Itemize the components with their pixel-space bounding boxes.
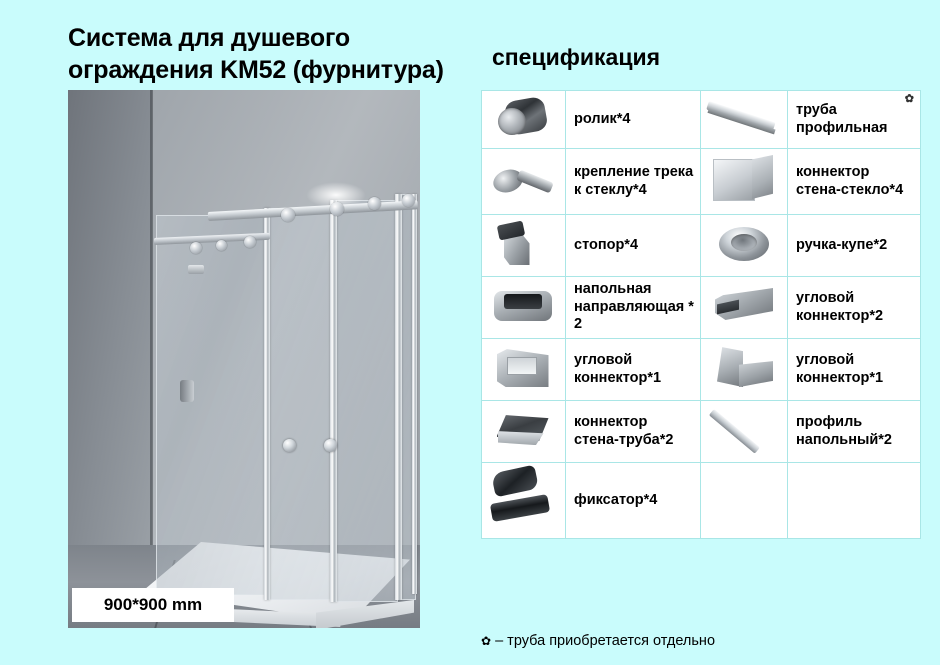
roller-icon xyxy=(496,95,552,139)
part-image-cell xyxy=(700,338,788,402)
photo-roller-3 xyxy=(368,197,381,210)
photo-roller-6 xyxy=(216,240,227,251)
spec-title: спецификация xyxy=(492,44,661,70)
photo-glass-panel-mid xyxy=(266,208,336,600)
photo-roller-1 xyxy=(281,208,295,222)
photo-roller-7 xyxy=(244,236,256,248)
part-label: угловой коннектор*1 xyxy=(796,351,884,386)
part-image-cell xyxy=(481,148,566,215)
photo-chrome-post-1 xyxy=(264,208,270,600)
footnote-text: – труба приобретается отдельно xyxy=(495,633,716,649)
part-image-cell xyxy=(481,90,566,149)
part-label: ролик*4 xyxy=(574,110,631,127)
footnote: ✿ – труба приобретается отдельно xyxy=(481,633,715,649)
table-row: коннектор стена-труба*2 профиль напольны… xyxy=(481,400,921,464)
photo-wall-edge xyxy=(150,90,153,548)
part-label: профиль напольный*2 xyxy=(796,413,892,448)
wall-pipe-connector-icon xyxy=(493,407,555,451)
empty-cell xyxy=(700,462,788,540)
specification-table: ролик*4 ✿ труба профильная крепление тре… xyxy=(481,90,921,540)
part-label-cell: профиль напольный*2 xyxy=(787,400,921,464)
part-label-cell: коннектор стена-стекло*4 xyxy=(787,148,921,215)
table-row: крепление трека к стеклу*4 коннектор сте… xyxy=(481,148,921,215)
photo-size-caption: 900*900 mm xyxy=(72,588,234,622)
photo-glass-panel-left xyxy=(156,215,270,595)
part-label: стопор*4 xyxy=(574,236,639,253)
table-row: напольная направляющая * 2 угловой конне… xyxy=(481,275,921,340)
part-image-cell xyxy=(700,214,788,277)
table-row: ролик*4 ✿ труба профильная xyxy=(481,90,921,149)
part-label-cell: угловой коннектор*1 xyxy=(565,338,701,402)
part-label: коннектор стена-стекло*4 xyxy=(796,163,904,198)
table-row: фиксатор*4 xyxy=(481,462,921,540)
part-image-cell xyxy=(481,338,566,402)
photo-door-handle-left xyxy=(283,439,296,452)
table-row: стопор*4 ручка-купе*2 xyxy=(481,214,921,277)
part-image-cell xyxy=(481,275,566,340)
footnote-mark-icon: ✿ xyxy=(481,634,492,648)
empty-cell xyxy=(787,462,921,540)
part-image-cell xyxy=(700,275,788,340)
photo-roller-5 xyxy=(190,242,202,254)
part-label-cell: угловой коннектор*1 xyxy=(787,338,921,402)
part-label-cell: крепление трека к стеклу*4 xyxy=(565,148,701,215)
part-label: коннектор стена-труба*2 xyxy=(574,413,674,448)
track-glass-mount-icon xyxy=(489,156,559,202)
part-label-cell: угловой коннектор*2 xyxy=(787,275,921,340)
part-image-cell xyxy=(700,148,788,215)
part-label: фиксатор*4 xyxy=(574,491,658,508)
photo-chrome-post-3 xyxy=(395,194,402,600)
part-image-cell xyxy=(700,90,788,149)
footnote-mark-icon: ✿ xyxy=(904,93,914,105)
stopper-icon xyxy=(496,219,552,267)
part-label-cell: ручка-купе*2 xyxy=(787,214,921,277)
part-label-cell: коннектор стена-труба*2 xyxy=(565,400,701,464)
part-label-cell: фиксатор*4 xyxy=(565,462,701,540)
part-label-cell: напольная направляющая * 2 xyxy=(565,275,701,340)
photo-wall-left xyxy=(68,90,152,560)
part-label: угловой коннектор*1 xyxy=(574,351,662,386)
part-label-cell: стопор*4 xyxy=(565,214,701,277)
photo-roller-4 xyxy=(402,194,415,207)
part-image-cell xyxy=(700,400,788,464)
floor-profile-icon xyxy=(708,405,780,453)
photo-chrome-post-4 xyxy=(412,194,417,594)
sliding-handle-icon xyxy=(713,221,775,265)
part-label: крепление трека к стеклу*4 xyxy=(574,163,694,198)
part-label-cell: ✿ труба профильная xyxy=(787,90,921,149)
part-label: напольная направляющая * 2 xyxy=(574,281,694,333)
page-title: Система для душевого ограждения KM52 (фу… xyxy=(68,24,444,84)
profile-pipe-icon xyxy=(707,95,781,139)
part-image-cell xyxy=(481,462,566,540)
corner-connector-2-icon xyxy=(709,282,779,328)
table-row: угловой коннектор*1 угловой коннектор*1 xyxy=(481,338,921,402)
product-panel: Система для душевого ограждения KM52 (фу… xyxy=(68,24,444,628)
corner-connector-1b-icon xyxy=(711,343,777,391)
corner-connector-1-icon xyxy=(493,343,555,391)
part-label: ручка-купе*2 xyxy=(796,236,888,253)
part-image-cell xyxy=(481,214,566,277)
part-label: труба профильная xyxy=(796,101,888,136)
wall-glass-connector-icon xyxy=(709,153,779,205)
photo-door-handle-right xyxy=(324,439,337,452)
floor-guide-icon xyxy=(491,283,557,327)
part-label: угловой коннектор*2 xyxy=(796,289,884,324)
fixator-icon xyxy=(486,467,561,530)
photo-bracket-1 xyxy=(188,265,204,274)
photo-light-glare xyxy=(306,182,366,208)
shower-enclosure-photo xyxy=(68,90,420,628)
photo-glass-panel-right xyxy=(334,200,398,602)
part-label-cell: ролик*4 xyxy=(565,90,701,149)
photo-stopper-part xyxy=(180,380,194,402)
part-image-cell xyxy=(481,400,566,464)
photo-chrome-post-2 xyxy=(330,200,337,602)
